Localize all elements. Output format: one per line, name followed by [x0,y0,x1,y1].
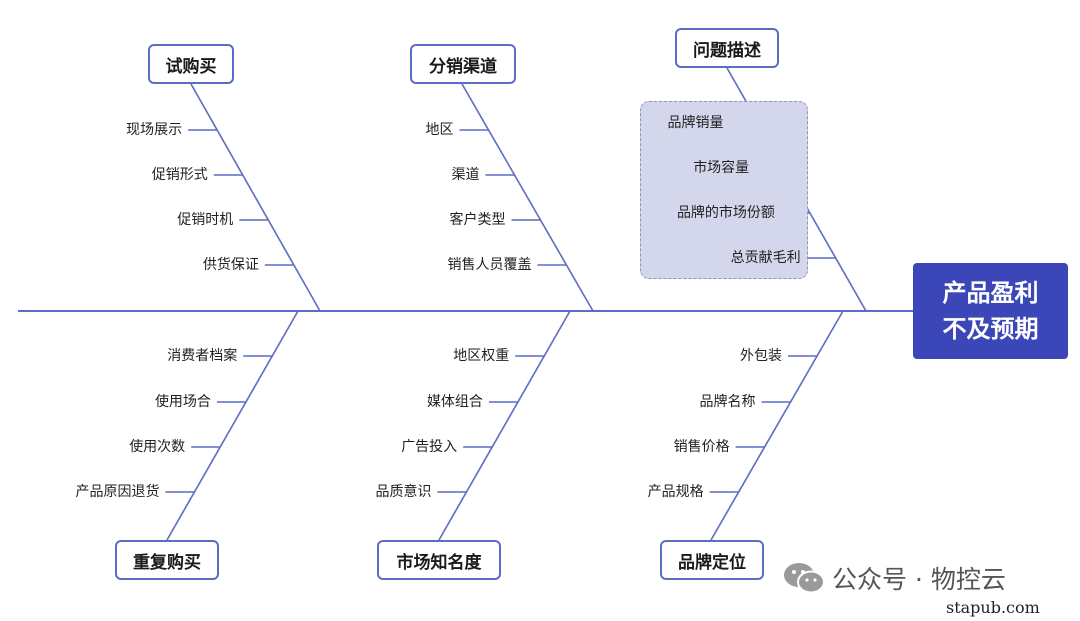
cause-label: 销售人员覆盖 [447,257,532,273]
cause-label: 总贡献毛利 [730,250,801,266]
cause-label: 产品原因退货 [75,484,160,500]
problem-highlight-region [640,101,808,279]
cause-label: 媒体组合 [426,394,483,410]
cause-label: 市场容量 [693,160,750,176]
category-box-market-awareness: 市场知名度 [377,540,501,580]
watermark-brand: 公众号 · 物控云 [782,560,1006,596]
cause-label: 品牌销量 [667,115,724,131]
cause-label: 渠道 [451,167,480,183]
cause-label: 品牌名称 [699,394,756,410]
problem-head-line2: 不及预期 [942,315,1039,343]
bone-line-0 [190,83,321,312]
cause-label: 品牌的市场份额 [676,205,775,221]
watermark-brand-text: 公众号 · 物控云 [832,565,1006,594]
category-box-trial-purchase: 试购买 [148,44,234,84]
cause-label: 促销形式 [151,167,208,183]
bone-line-4 [438,310,571,541]
cause-label: 地区 [425,122,454,138]
cause-label: 使用次数 [129,439,186,455]
cause-label: 供货保证 [202,257,259,273]
bone-line-5 [710,310,844,541]
wechat-icon [784,563,825,594]
category-box-problem-description: 问题描述 [675,28,779,68]
problem-head-box: 产品盈利 不及预期 [913,263,1068,359]
cause-label: 促销时机 [177,212,234,228]
category-box-repeat-purchase: 重复购买 [115,540,219,580]
cause-label: 使用场合 [154,394,211,410]
category-box-distribution: 分销渠道 [410,44,516,84]
bone-line-3 [166,310,299,541]
bone-line-1 [461,83,594,312]
cause-label: 销售价格 [673,439,730,455]
cause-label: 消费者档案 [167,348,238,364]
cause-label: 客户类型 [449,212,506,228]
problem-head-line1: 产品盈利 [942,279,1039,307]
cause-label: 现场展示 [126,122,183,138]
cause-label: 产品规格 [647,484,704,500]
cause-label: 广告投入 [401,439,458,455]
cause-label: 地区权重 [453,348,510,364]
watermark-site: stapub.com [946,598,1040,617]
cause-label: 品质意识 [375,484,432,500]
category-box-brand-positioning: 品牌定位 [660,540,764,580]
cause-label: 外包装 [740,348,783,364]
